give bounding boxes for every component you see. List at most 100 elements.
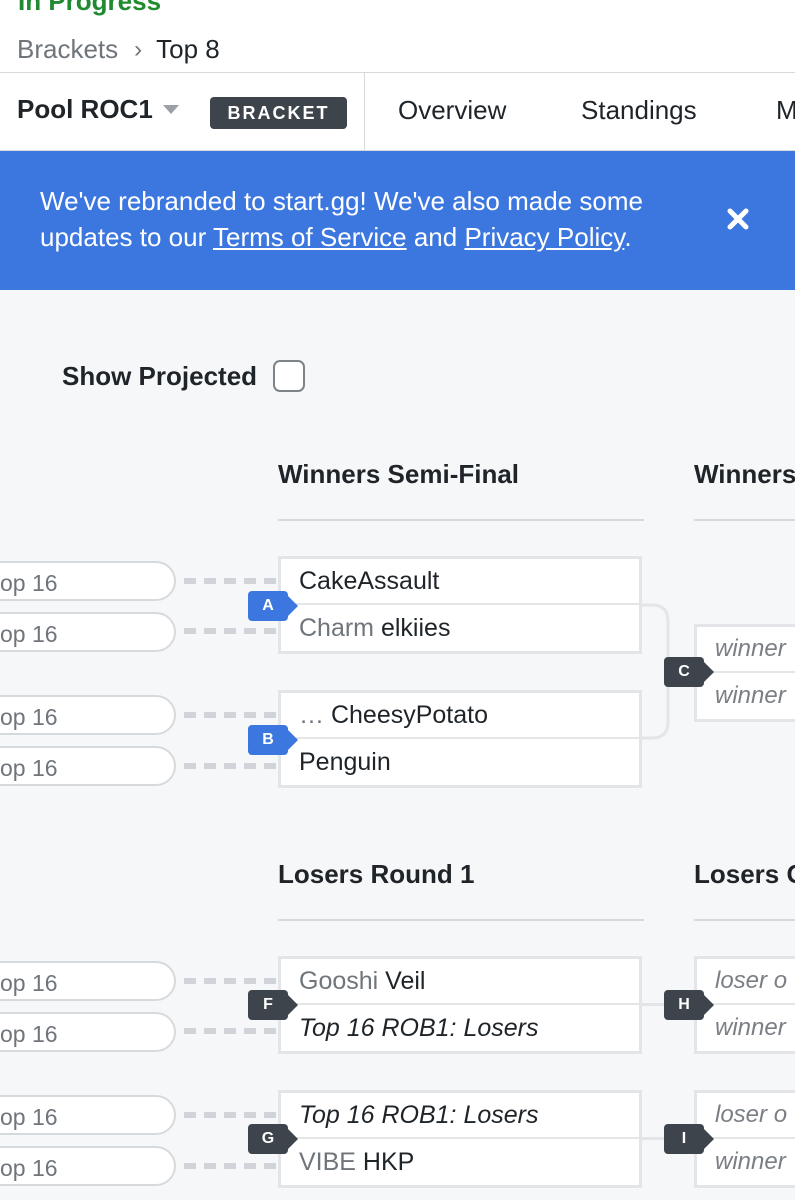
rebrand-banner: We've rebranded to start.gg! We've also … xyxy=(0,151,795,290)
set-entrant[interactable]: VIBE HKP xyxy=(281,1140,639,1186)
connector-dash xyxy=(184,1112,276,1118)
connector-dash xyxy=(184,712,276,718)
set-identifier: H xyxy=(664,990,714,1020)
entrant-name: Top 16 ROB1: Losers xyxy=(299,1101,539,1129)
set-identifier: F xyxy=(248,990,298,1020)
banner-text-middle: and xyxy=(406,222,465,252)
entrant-name: elkiies xyxy=(380,614,451,642)
breadcrumb-brackets[interactable]: Brackets xyxy=(17,34,119,64)
set-card[interactable]: loser o winner xyxy=(694,1090,795,1188)
tournament-status: In Progress xyxy=(18,0,162,16)
tab-more[interactable]: M xyxy=(776,95,795,125)
header: In Progress Brackets › Top 8 Pool ROC1 B… xyxy=(0,0,795,151)
projected-entrant: winner xyxy=(715,682,786,709)
tab-divider xyxy=(364,73,365,150)
terms-of-service-link[interactable]: Terms of Service xyxy=(213,222,407,252)
previous-set-label: op 16 xyxy=(0,570,58,596)
set-entrant[interactable]: CakeAssault xyxy=(281,559,639,605)
breadcrumb: Brackets › Top 8 xyxy=(17,34,220,65)
privacy-policy-link[interactable]: Privacy Policy xyxy=(464,222,625,252)
banner-message: We've rebranded to start.gg! We've also … xyxy=(40,183,720,255)
show-projected-toggle[interactable]: Show Projected xyxy=(62,360,306,392)
chevron-right-icon: › xyxy=(134,35,143,63)
connector-dash xyxy=(184,1163,276,1169)
set-card[interactable]: Gooshi Veil Top 16 ROB1: Losers xyxy=(278,956,642,1054)
projected-entrant: loser o xyxy=(715,1101,788,1128)
pool-selector[interactable]: Pool ROC1 xyxy=(17,94,179,125)
round-title-winners-semi: Winners Semi-Final xyxy=(278,459,520,489)
tab-bar: Pool ROC1 BRACKET Overview Standings M xyxy=(0,72,795,151)
set-entrant[interactable]: winner xyxy=(697,627,795,673)
previous-set-pill[interactable]: op 16 xyxy=(0,1012,176,1052)
pool-selector-label: Pool ROC1 xyxy=(17,94,153,124)
connector-dash xyxy=(184,578,276,584)
entrant-name: HKP xyxy=(362,1148,415,1176)
set-entrant[interactable]: Charm elkiies xyxy=(281,606,639,652)
projected-entrant: winner xyxy=(715,1148,786,1175)
show-projected-checkbox[interactable] xyxy=(273,360,306,392)
bracket-badge: BRACKET xyxy=(210,97,347,129)
set-card[interactable]: winner winner xyxy=(694,624,795,722)
previous-set-label: op 16 xyxy=(0,704,58,730)
previous-set-pill[interactable]: op 16 xyxy=(0,961,176,1001)
previous-set-pill[interactable]: op 16 xyxy=(0,746,176,786)
previous-set-pill[interactable]: op 16 xyxy=(0,1146,176,1186)
projected-entrant: loser o xyxy=(715,967,788,994)
entrant-name: Top 16 ROB1: Losers xyxy=(299,1014,539,1042)
breadcrumb-current: Top 8 xyxy=(156,34,220,64)
set-entrant[interactable]: … CheesyPotato xyxy=(281,693,639,739)
set-entrant[interactable]: loser o xyxy=(697,1093,795,1139)
connector-dash xyxy=(184,978,276,984)
entrant-name: Veil xyxy=(385,967,426,995)
entrant-prefix: Charm xyxy=(299,614,381,642)
entrant-name: CakeAssault xyxy=(299,567,440,595)
round-divider xyxy=(694,919,795,921)
previous-set-pill[interactable]: op 16 xyxy=(0,695,176,735)
connector-dash xyxy=(184,763,276,769)
banner-text-after: . xyxy=(624,222,632,252)
round-divider xyxy=(694,519,795,521)
set-identifier: I xyxy=(664,1124,714,1154)
previous-set-label: op 16 xyxy=(0,755,58,781)
entrant-prefix: … xyxy=(299,701,331,729)
close-icon[interactable] xyxy=(723,204,753,234)
tab-overview[interactable]: Overview xyxy=(398,95,507,125)
previous-set-pill[interactable]: op 16 xyxy=(0,561,176,601)
set-entrant[interactable]: Top 16 ROB1: Losers xyxy=(281,1093,639,1139)
set-card[interactable]: … CheesyPotato Penguin xyxy=(278,690,642,788)
round-divider xyxy=(278,519,644,521)
previous-set-pill[interactable]: op 16 xyxy=(0,612,176,652)
set-card[interactable]: CakeAssault Charm elkiies xyxy=(278,556,642,654)
show-projected-label: Show Projected xyxy=(62,360,258,391)
set-entrant[interactable]: winner xyxy=(697,1006,795,1052)
round-divider xyxy=(278,919,644,921)
set-entrant[interactable]: Penguin xyxy=(281,740,639,786)
previous-set-label: op 16 xyxy=(0,621,58,647)
round-title-winners-next: Winners xyxy=(694,459,795,489)
set-card[interactable]: loser o winner xyxy=(694,956,795,1054)
previous-set-pill[interactable]: op 16 xyxy=(0,1095,176,1135)
projected-entrant: winner xyxy=(715,1014,786,1041)
set-entrant[interactable]: loser o xyxy=(697,959,795,1005)
set-entrant[interactable]: winner xyxy=(697,1140,795,1186)
set-identifier: C xyxy=(664,657,714,687)
entrant-prefix: VIBE xyxy=(299,1148,363,1176)
set-entrant[interactable]: Gooshi Veil xyxy=(281,959,639,1005)
projected-entrant: winner xyxy=(715,635,786,662)
set-entrant[interactable]: Top 16 ROB1: Losers xyxy=(281,1006,639,1052)
set-card[interactable]: Top 16 ROB1: Losers VIBE HKP xyxy=(278,1090,642,1188)
set-entrant[interactable]: winner xyxy=(697,674,795,720)
connector-dash xyxy=(184,1028,276,1034)
set-identifier: B xyxy=(248,725,298,755)
entrant-name: CheesyPotato xyxy=(330,701,488,729)
previous-set-label: op 16 xyxy=(0,970,58,996)
tab-standings[interactable]: Standings xyxy=(581,95,697,125)
set-identifier: G xyxy=(248,1124,298,1154)
caret-down-icon xyxy=(162,105,179,114)
banner-text-before: We've rebranded to start.gg! We've also … xyxy=(40,186,643,252)
entrant-prefix: Gooshi xyxy=(299,967,386,995)
connector-dash xyxy=(184,628,276,634)
round-title-losers-1: Losers Round 1 xyxy=(278,859,475,889)
previous-set-label: op 16 xyxy=(0,1155,58,1181)
entrant-name: Penguin xyxy=(299,748,391,776)
